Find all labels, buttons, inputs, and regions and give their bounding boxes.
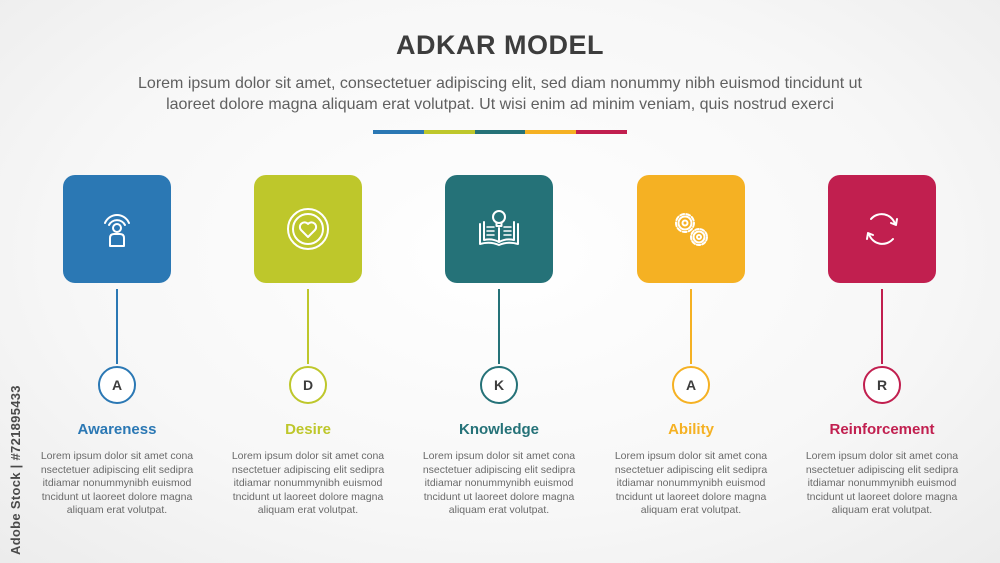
desc-line: tncidunt ut laoreet dolore magna [41, 490, 193, 503]
connector-line [690, 289, 692, 364]
desc-line: tncidunt ut laoreet dolore magna [615, 490, 767, 503]
divider-segment-knowledge [474, 130, 526, 134]
desc-line: aliquam erat volutpat. [640, 504, 742, 516]
step-label: Desire [285, 421, 331, 438]
step-letter-badge: R [863, 366, 901, 404]
step-box [63, 175, 171, 283]
desc-line: nsectetuer adipiscing elit sedipra [614, 463, 768, 476]
step-box [254, 175, 362, 283]
divider-segment-reinforcement [576, 130, 627, 134]
step-letter-badge: A [98, 366, 136, 404]
heart-coin-icon [287, 208, 329, 250]
color-divider [373, 130, 627, 134]
desc-line: nsectetuer adipiscing elit sedipra [231, 463, 385, 476]
stock-watermark: Adobe Stock | #721895433 [8, 385, 23, 555]
desc-line: nsectetuer adipiscing elit sedipra [422, 463, 576, 476]
page-title: ADKAR MODEL [396, 30, 604, 60]
desc-line: aliquam erat volutpat. [448, 504, 550, 516]
connector-line [116, 289, 118, 364]
step-box [828, 175, 936, 283]
step-description: Lorem ipsum dolor sit amet cona nsectetu… [223, 450, 393, 518]
desc-line: tncidunt ut laoreet dolore magna [806, 490, 958, 503]
gears-icon [675, 213, 708, 246]
desc-line: itdiamar nonummynibh euismod [807, 477, 957, 489]
step-knowledge: K Knowledge Lorem ipsum dolor sit amet c… [404, 0, 594, 563]
step-description: Lorem ipsum dolor sit amet cona nsectetu… [606, 450, 776, 518]
step-awareness: A Awareness Lorem ipsum dolor sit amet c… [22, 0, 212, 563]
divider-segment-ability [525, 130, 577, 134]
step-letter-badge: K [480, 366, 518, 404]
refresh-cycle-icon [866, 213, 898, 245]
step-box [445, 175, 553, 283]
desc-line: nsectetuer adipiscing elit sedipra [805, 463, 959, 476]
step-letter-badge: D [289, 366, 327, 404]
step-label: Awareness [77, 421, 157, 438]
divider-segment-awareness [373, 130, 424, 134]
step-description: Lorem ipsum dolor sit amet cona nsectetu… [797, 450, 967, 518]
connector-line [307, 289, 309, 364]
step-description: Lorem ipsum dolor sit amet cona nsectetu… [32, 450, 202, 518]
step-letter-badge: A [672, 366, 710, 404]
desc-line: aliquam erat volutpat. [257, 504, 359, 516]
step-reinforcement: R Reinforcement Lorem ipsum dolor sit am… [787, 0, 977, 563]
step-label: Knowledge [458, 421, 539, 438]
desc-line: tncidunt ut laoreet dolore magna [232, 490, 384, 503]
desc-line: Lorem ipsum dolor sit amet cona [805, 450, 959, 462]
page-subtitle: Lorem ipsum dolor sit amet, consectetuer… [70, 73, 930, 115]
desc-line: aliquam erat volutpat. [66, 504, 168, 516]
desc-line: nsectetuer adipiscing elit sedipra [40, 463, 194, 476]
desc-line: aliquam erat volutpat. [831, 504, 933, 516]
desc-line: Lorem ipsum dolor sit amet cona [40, 450, 194, 462]
desc-line: Lorem ipsum dolor sit amet cona [231, 450, 385, 462]
subtitle-line-2: laoreet dolore magna aliquam erat volutp… [166, 96, 834, 113]
desc-line: itdiamar nonummynibh euismod [233, 477, 383, 489]
desc-line: Lorem ipsum dolor sit amet cona [422, 450, 576, 462]
desc-line: Lorem ipsum dolor sit amet cona [614, 450, 768, 462]
step-label: Reinforcement [829, 421, 935, 438]
subtitle-line-1: Lorem ipsum dolor sit amet, consectetuer… [138, 75, 862, 92]
step-desire: D Desire Lorem ipsum dolor sit amet cona… [213, 0, 403, 563]
person-broadcast-icon [104, 214, 130, 247]
open-book-bulb-icon [479, 210, 519, 246]
connector-line [881, 289, 883, 364]
step-ability: A Ability Lorem ipsum dolor sit amet con… [596, 0, 786, 563]
step-description: Lorem ipsum dolor sit amet cona nsectetu… [414, 450, 584, 518]
connector-line [498, 289, 500, 364]
desc-line: itdiamar nonummynibh euismod [424, 477, 574, 489]
desc-line: itdiamar nonummynibh euismod [42, 477, 192, 489]
divider-segment-desire [423, 130, 475, 134]
desc-line: itdiamar nonummynibh euismod [616, 477, 766, 489]
step-label: Ability [668, 421, 714, 438]
desc-line: tncidunt ut laoreet dolore magna [423, 490, 575, 503]
step-box [637, 175, 745, 283]
